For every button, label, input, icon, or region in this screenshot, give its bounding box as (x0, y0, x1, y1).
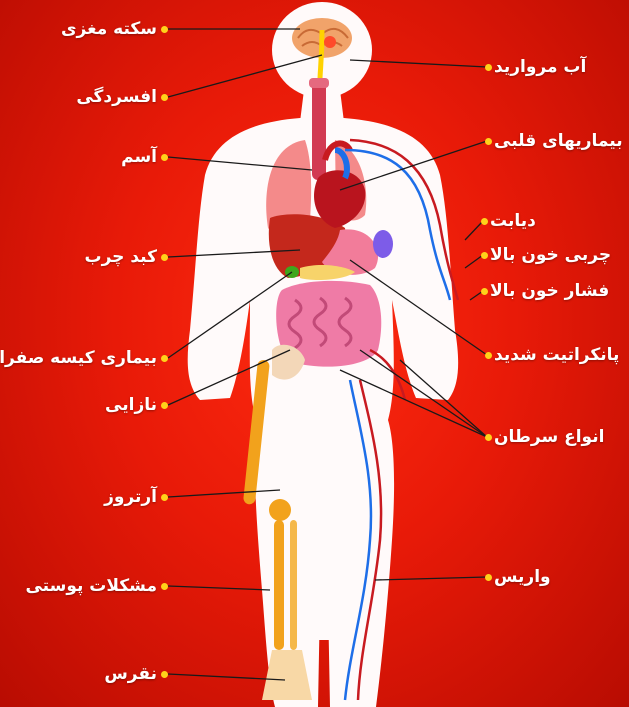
label-gallbladder: بیماری کیسه صفرا (0, 348, 157, 368)
label-heart-disease: بیماریهای قلبی (494, 131, 623, 151)
label-skin: مشکلات پوستی (25, 576, 157, 596)
label-dot (161, 583, 168, 590)
label-dot (161, 26, 168, 33)
label-dot (161, 671, 168, 678)
label-infertility: نازایی (105, 395, 157, 415)
label-asthma: آسم (121, 147, 157, 167)
label-dot (485, 434, 492, 441)
label-gout: نقرس (104, 664, 157, 684)
label-dot (161, 154, 168, 161)
label-cataract: آب مروارید (494, 57, 586, 77)
label-dot (161, 402, 168, 409)
label-varicose: واریس (494, 567, 551, 587)
label-high-blood-pressure: فشار خون بالا (490, 281, 609, 301)
label-dot (161, 355, 168, 362)
label-dot (161, 494, 168, 501)
label-high-cholesterol: چربی خون بالا (490, 245, 611, 265)
label-pancreatitis: پانکراتیت شدید (494, 345, 619, 365)
label-diabetes: دیابت (490, 211, 536, 231)
label-arthrosis: آرتروز (104, 487, 157, 507)
label-cancers: انواع سرطان (494, 427, 604, 447)
label-dot (485, 352, 492, 359)
label-stroke: سکته مغزی (61, 19, 157, 39)
label-dot (161, 94, 168, 101)
label-dot (481, 288, 488, 295)
label-dot (481, 218, 488, 225)
label-dot (161, 254, 168, 261)
label-fatty-liver: کبد چرب (85, 247, 157, 267)
label-dot (481, 252, 488, 259)
kidney-icon (373, 230, 393, 258)
trachea-icon (309, 78, 329, 180)
label-dot (485, 64, 492, 71)
label-dot (485, 574, 492, 581)
label-depression: افسردگی (76, 87, 157, 107)
label-dot (485, 138, 492, 145)
